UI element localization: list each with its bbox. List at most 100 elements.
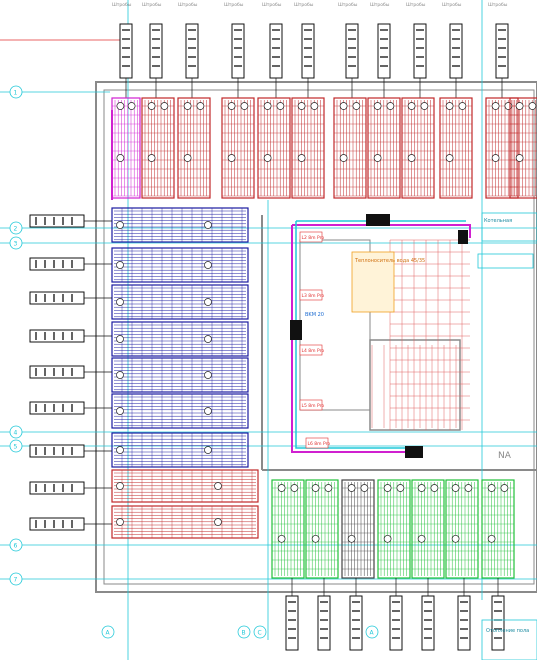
bottom-manifold-tag xyxy=(491,578,505,651)
svg-text:1: 1 xyxy=(14,90,18,97)
heating-loop xyxy=(509,97,537,199)
left-manifold-tag xyxy=(29,401,112,415)
heating-loop xyxy=(111,97,141,199)
top-label: Штробы xyxy=(224,2,244,8)
bottom-manifold-tag xyxy=(285,578,299,651)
svg-text:L4 8m Pro: L4 8m Pro xyxy=(302,348,325,354)
svg-text:5: 5 xyxy=(14,444,18,451)
axis-marker: C xyxy=(253,625,267,639)
top-label: Штробы xyxy=(406,2,426,8)
top-red-loops xyxy=(111,97,537,199)
bottom-manifold-tags xyxy=(285,578,505,651)
axis-marker: A xyxy=(365,625,379,639)
left-manifold-tag xyxy=(29,444,112,458)
svg-text:L2 8m Pro: L2 8m Pro xyxy=(302,235,325,241)
pipe-callout: L4 8m Pro xyxy=(299,344,325,356)
left-manifold-tag xyxy=(29,257,112,271)
orange-note-text: Теплоноситель вода 45/35 xyxy=(354,258,425,264)
top-manifold-tag: Штробы xyxy=(338,2,359,98)
heating-loop xyxy=(111,432,249,468)
heating-loop xyxy=(377,479,411,579)
stamp-text: Отопление пола xyxy=(486,628,529,634)
bottom-manifold-tag xyxy=(389,578,403,651)
heating-loop xyxy=(341,479,375,579)
top-manifold-tags: Штробы Штробы Штробы Штробы Штробы Штробы Штро… xyxy=(112,2,509,98)
top-label: Штробы xyxy=(338,2,358,8)
heating-loop xyxy=(111,321,249,357)
svg-text:C: C xyxy=(258,630,262,637)
left-blue-loops xyxy=(111,207,249,468)
svg-text:3: 3 xyxy=(14,241,18,248)
svg-text:4: 4 xyxy=(14,430,18,437)
heating-loop xyxy=(481,479,515,579)
top-label: Штробы xyxy=(442,2,462,8)
axis-marker: 2 xyxy=(9,221,23,235)
heating-loop xyxy=(111,284,249,320)
info-box-text: Котельная xyxy=(484,218,512,224)
top-label: Штробы xyxy=(370,2,390,8)
left-red-loops xyxy=(111,469,259,539)
orange-note: Теплоноситель вода 45/35 xyxy=(351,251,425,313)
svg-text:6: 6 xyxy=(14,543,18,550)
top-manifold-tag: Штробы xyxy=(178,2,199,98)
top-manifold-tag: Штробы xyxy=(370,2,391,98)
top-manifold-tag: Штробы xyxy=(262,2,283,98)
axis-marker: 7 xyxy=(9,572,23,586)
bathroom-tiles xyxy=(371,239,470,430)
heating-loop xyxy=(257,97,291,199)
heating-loop xyxy=(439,97,473,199)
top-label: Штробы xyxy=(178,2,198,8)
svg-text:L3 8m Pro: L3 8m Pro xyxy=(302,293,325,299)
top-manifold-tag: Штробы xyxy=(406,2,427,98)
heating-loop xyxy=(111,469,259,503)
pipe-callout: L2 8m Pro xyxy=(299,231,325,243)
left-manifold-tag xyxy=(29,291,112,305)
heating-loop xyxy=(141,97,175,199)
corner-tag: NA xyxy=(498,451,512,461)
heating-loop xyxy=(111,393,249,429)
axis-marker: 5 xyxy=(9,439,23,453)
room-label: BKM 20 xyxy=(305,312,324,318)
heating-loop xyxy=(305,479,339,579)
top-label: Штробы xyxy=(294,2,314,8)
svg-text:2: 2 xyxy=(14,226,18,233)
heating-loop xyxy=(367,97,401,199)
heating-loop xyxy=(333,97,367,199)
heating-loop xyxy=(111,505,259,539)
svg-text:B: B xyxy=(242,630,246,637)
heating-loop xyxy=(221,97,255,199)
top-manifold-tag: Штробы xyxy=(488,2,509,98)
title-stamp: Отопление пола xyxy=(481,619,537,660)
top-label: Штробы xyxy=(112,2,132,8)
axis-marker: 1 xyxy=(9,85,23,99)
left-manifold-tag xyxy=(29,214,112,228)
top-manifold-tag: Штробы xyxy=(142,2,163,98)
axis-marker: 6 xyxy=(9,538,23,552)
heating-loop xyxy=(291,97,325,199)
heating-loop xyxy=(411,479,445,579)
heating-loop xyxy=(111,357,249,393)
bottom-manifold-tag xyxy=(349,578,363,651)
heating-loop xyxy=(271,479,305,579)
top-manifold-tag: Штробы xyxy=(224,2,245,98)
axis-marker: 4 xyxy=(9,425,23,439)
heating-loop xyxy=(177,97,211,199)
axis-markers: 1 2 3 4 5 6 7A B C A xyxy=(9,85,379,639)
axis-marker: B xyxy=(237,625,251,639)
svg-text:A: A xyxy=(370,630,375,637)
top-manifold-tag: Штробы xyxy=(112,2,133,98)
pipe-callout: L5 8m Pro xyxy=(299,399,325,411)
left-manifold-tag xyxy=(29,329,112,343)
axis-marker: A xyxy=(101,625,115,639)
svg-text:L5 8m Pro: L5 8m Pro xyxy=(302,403,325,409)
heating-loop xyxy=(111,207,249,243)
top-manifold-tag: Штробы xyxy=(294,2,315,98)
left-manifold-tag xyxy=(29,481,112,495)
svg-text:A: A xyxy=(106,630,111,637)
bottom-manifold-tag xyxy=(457,578,471,651)
heating-loop xyxy=(111,247,249,283)
left-manifold-tags xyxy=(29,214,112,531)
